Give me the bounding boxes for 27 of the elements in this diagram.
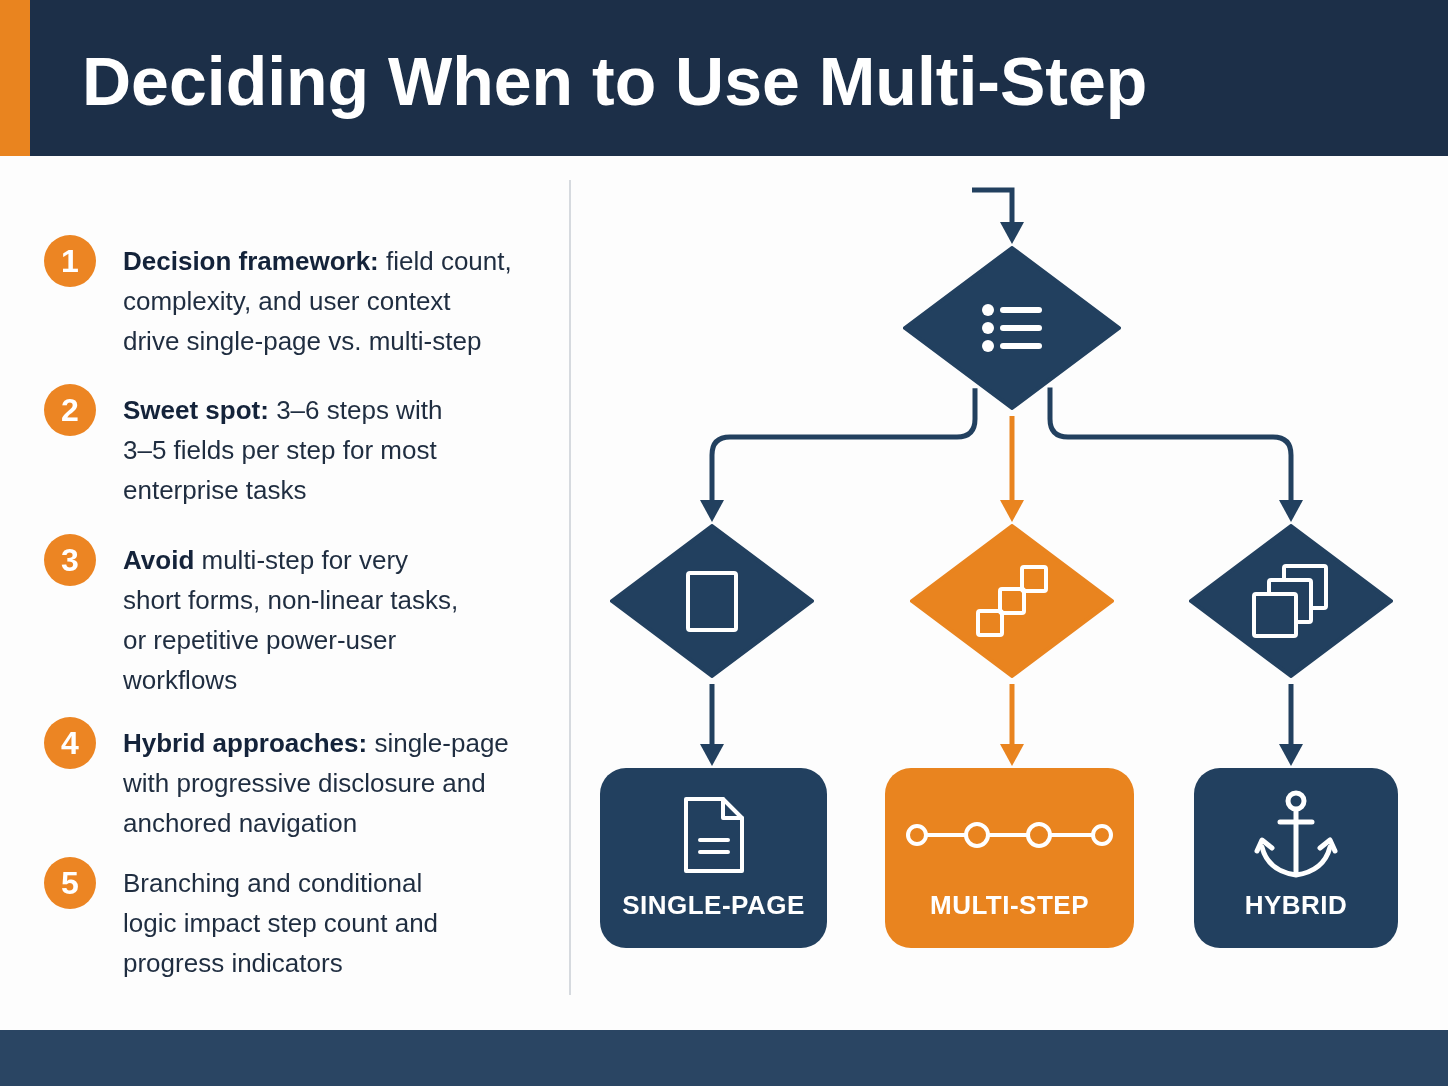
flow-arrow	[700, 388, 978, 522]
flow-arrow	[700, 684, 724, 766]
step-number: 3	[44, 534, 96, 586]
flow-arrow	[1279, 684, 1303, 766]
box-label: MULTI-STEP	[928, 889, 1091, 921]
box-label: HYBRID	[1243, 889, 1349, 921]
decision-diamond	[610, 524, 814, 678]
step-number: 4	[44, 717, 96, 769]
step-number: 2	[44, 384, 96, 436]
step-number: 5	[44, 857, 96, 909]
outcome-box	[1194, 768, 1398, 948]
step-number: 1	[44, 235, 96, 287]
outcome-box	[885, 768, 1134, 948]
flow-arrow	[1047, 387, 1303, 522]
decision-diamond	[903, 246, 1121, 410]
list-item-text: Avoid multi-step for very short forms, non-linear tasks, or repetitive power-user workflows	[123, 544, 460, 697]
decision-diamond	[1189, 524, 1393, 678]
flow-arrow	[1000, 416, 1024, 522]
outcome-box	[600, 768, 827, 948]
flow-arrow	[1000, 684, 1024, 766]
list-item-text: Decision framework: field count, complexity, and user context drive single-page vs. multi-step	[123, 245, 513, 358]
list-item-text: Sweet spot: 3–6 steps with 3–5 fields per step for most enterprise tasks	[123, 394, 444, 507]
box-label: SINGLE-PAGE	[621, 889, 806, 921]
list-item-text: Branching and conditional logic impact step count and progress indicators	[123, 867, 440, 980]
decision-diamond	[910, 524, 1114, 678]
flow-arrow	[972, 187, 1024, 244]
list-item-text: Hybrid approaches: single-page with progressive disclosure and anchored navigation	[123, 727, 510, 840]
